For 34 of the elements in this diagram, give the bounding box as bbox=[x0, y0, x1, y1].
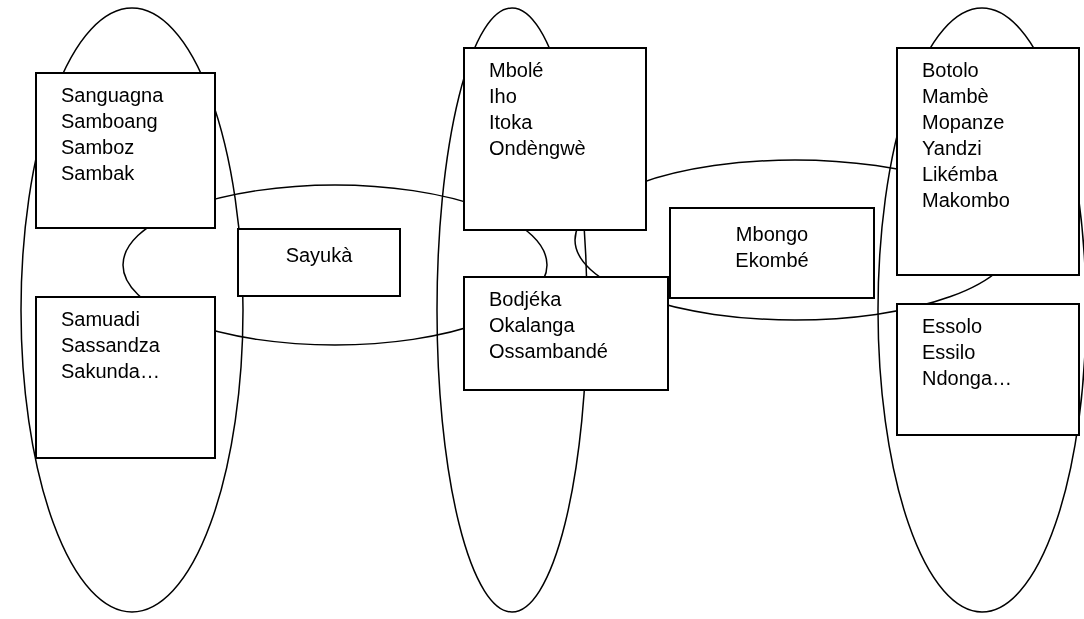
name-text: Mbongo bbox=[734, 222, 810, 247]
name-text: Ndonga… bbox=[922, 366, 1014, 391]
name-box bbox=[463, 276, 669, 391]
name-text: Yandzi bbox=[922, 136, 983, 161]
name-text: Mopanze bbox=[922, 110, 1006, 135]
name-text: Iho bbox=[489, 84, 518, 109]
name-box bbox=[669, 207, 875, 299]
name-box bbox=[35, 296, 216, 459]
name-text: Mbolé bbox=[489, 58, 545, 83]
name-text: Ondèngwè bbox=[489, 136, 587, 161]
name-text: Samuadi bbox=[61, 307, 141, 332]
name-text: Sayukà bbox=[284, 243, 354, 268]
name-text: Itoka bbox=[489, 110, 534, 135]
name-text: Botolo bbox=[922, 58, 980, 83]
name-text: Essolo bbox=[922, 314, 984, 339]
name-box bbox=[35, 72, 216, 229]
name-text: Okalanga bbox=[489, 313, 576, 338]
name-text: Ekombé bbox=[734, 248, 810, 273]
name-text: Sambak bbox=[61, 161, 136, 186]
name-text: Ossambandé bbox=[489, 339, 609, 364]
name-text: Essilo bbox=[922, 340, 977, 365]
name-box bbox=[896, 303, 1080, 436]
name-text: Sanguagna bbox=[61, 83, 165, 108]
name-text: Sakunda… bbox=[61, 359, 161, 384]
name-text: Bodjéka bbox=[489, 287, 563, 312]
name-text: Makombo bbox=[922, 188, 1011, 213]
name-box bbox=[237, 228, 401, 297]
name-box bbox=[463, 47, 647, 231]
name-text: Samboz bbox=[61, 135, 136, 160]
name-text: Samboang bbox=[61, 109, 159, 134]
name-text: Mambè bbox=[922, 84, 990, 109]
name-text: Likémba bbox=[922, 162, 999, 187]
name-text: Sassandza bbox=[61, 333, 161, 358]
name-box bbox=[896, 47, 1080, 276]
